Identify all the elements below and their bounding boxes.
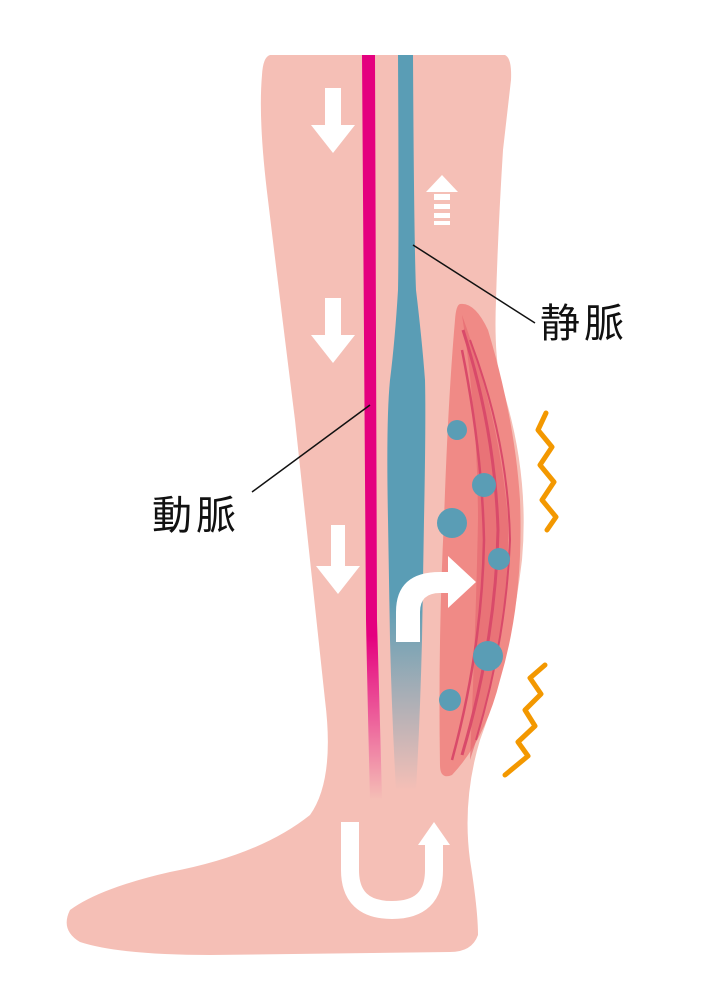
blood-cell [472, 473, 496, 497]
down-arrow-icon [316, 525, 360, 594]
blood-cell [437, 508, 467, 538]
zigzag-icon [502, 662, 548, 778]
vein-label: 静脈 [540, 301, 628, 347]
blood-cell [473, 641, 503, 671]
muscle-fiber [469, 339, 512, 741]
artery [362, 55, 382, 800]
dashed-up-arrow-icon [426, 175, 458, 225]
zigzag-icon [535, 410, 559, 533]
down-arrow-icon [311, 298, 355, 363]
muscle-fiber [450, 349, 486, 761]
vein-leader-line [412, 244, 536, 324]
artery-leader-line [251, 404, 371, 493]
u-turn-arrow-icon [341, 822, 450, 920]
curved-right-arrow-icon [396, 556, 476, 642]
muscle-fiber [460, 329, 500, 756]
blood-cell [488, 548, 510, 570]
artery-label: 動脈 [152, 493, 240, 539]
blood-cell [447, 420, 467, 440]
blood-cell [439, 689, 461, 711]
down-arrow-icon [311, 88, 355, 153]
